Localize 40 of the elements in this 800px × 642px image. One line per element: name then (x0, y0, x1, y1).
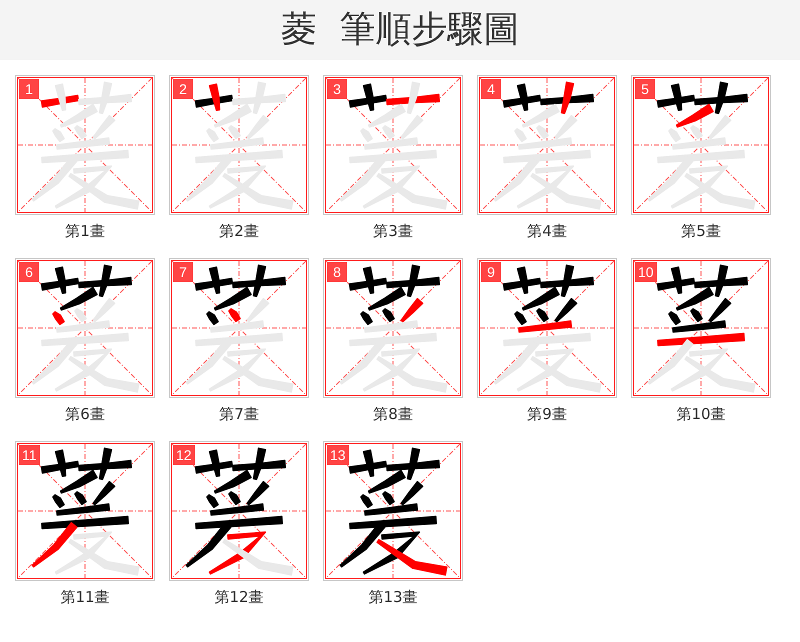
step-caption: 第10畫 (676, 405, 726, 423)
step-caption: 第7畫 (219, 405, 259, 423)
stroke-order-tile (169, 441, 309, 581)
stroke-order-tile (631, 258, 771, 398)
step-caption: 第13畫 (368, 588, 418, 606)
stroke-order-tile (631, 75, 771, 215)
step-caption: 第9畫 (527, 405, 567, 423)
step-caption: 第2畫 (219, 222, 259, 240)
stroke-order-tile (477, 258, 617, 398)
step-number: 2 (173, 79, 193, 99)
step-number: 4 (481, 79, 501, 99)
step-caption: 第1畫 (65, 222, 105, 240)
stroke-order-tile (323, 258, 463, 398)
step-caption: 第5畫 (681, 222, 721, 240)
step-number: 3 (327, 79, 347, 99)
step-caption: 第11畫 (60, 588, 110, 606)
step-caption: 第3畫 (373, 222, 413, 240)
stroke-order-tile (15, 75, 155, 215)
step-number: 6 (19, 262, 39, 282)
step-number: 7 (173, 262, 193, 282)
stroke-order-tile (15, 258, 155, 398)
step-number: 1 (19, 79, 39, 99)
step-number: 9 (481, 262, 501, 282)
stroke-order-tile (15, 441, 155, 581)
step-caption: 第12畫 (214, 588, 264, 606)
stroke-order-tile (477, 75, 617, 215)
stroke-order-tile (169, 258, 309, 398)
step-caption: 第8畫 (373, 405, 413, 423)
step-number: 13 (327, 445, 349, 465)
stroke-order-tile (323, 75, 463, 215)
step-caption: 第4畫 (527, 222, 567, 240)
step-number: 11 (19, 445, 40, 465)
step-number: 10 (635, 262, 657, 282)
title: 菱 筆順步驟圖 (280, 8, 520, 52)
step-number: 5 (635, 79, 655, 99)
step-caption: 第6畫 (65, 405, 105, 423)
step-number: 8 (327, 262, 347, 282)
step-number: 12 (173, 445, 195, 465)
stroke-order-tile (323, 441, 463, 581)
stroke-order-tile (169, 75, 309, 215)
